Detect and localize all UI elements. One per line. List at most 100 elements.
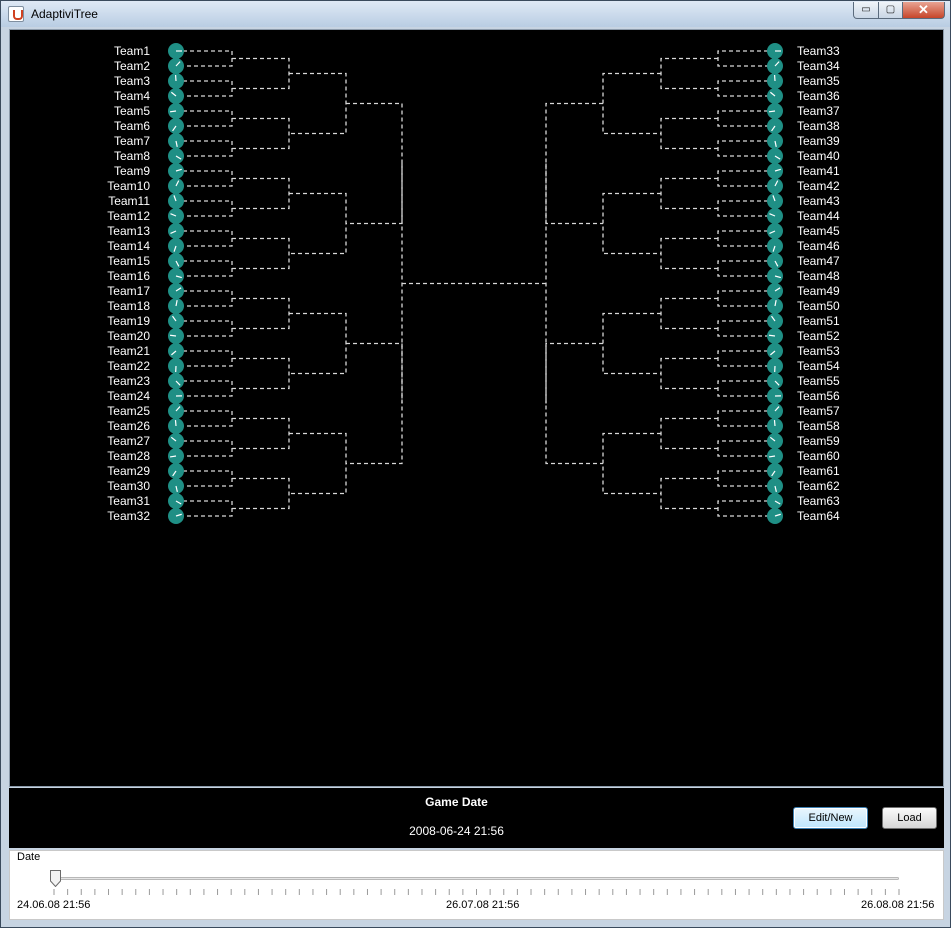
clock-hand: [774, 513, 781, 517]
clock-hand: [170, 91, 177, 97]
clock-hand: [175, 61, 181, 67]
team-label-left: Team10: [107, 179, 150, 193]
edit-new-button[interactable]: Edit/New: [793, 807, 868, 829]
left-connector: [232, 417, 290, 450]
clock-hand: [774, 260, 779, 267]
team-label-left: Team25: [107, 404, 150, 418]
slider-title: Date: [17, 851, 41, 863]
right-connector: [660, 477, 718, 510]
right-connector: [717, 170, 775, 187]
clock-hand: [772, 245, 776, 252]
date-slider-track[interactable]: [54, 877, 899, 880]
left-connector: [176, 200, 233, 217]
clock-hand: [170, 230, 177, 234]
right-connector: [717, 80, 775, 97]
right-connector: [660, 57, 718, 90]
team-label-right: Team38: [797, 119, 840, 133]
team-label-right: Team51: [797, 314, 840, 328]
team-label-right: Team37: [797, 104, 840, 118]
team-label-right: Team46: [797, 239, 840, 253]
right-connector: [717, 110, 775, 127]
right-connector: [602, 432, 661, 495]
clock-hand: [169, 334, 177, 337]
clock-hand: [769, 436, 776, 442]
left-connector: [176, 500, 233, 517]
left-connector: [289, 72, 347, 135]
clock-hand: [172, 470, 177, 477]
team-label-left: Team1: [114, 44, 150, 58]
team-label-right: Team44: [797, 209, 840, 223]
right-connector: [545, 342, 603, 465]
right-connector: [717, 230, 775, 247]
clock-hand: [774, 380, 780, 386]
team-label-right: Team63: [797, 494, 840, 508]
team-label-left: Team14: [107, 239, 150, 253]
left-connector: [232, 477, 290, 510]
team-label-left: Team9: [114, 164, 150, 178]
clock-hand: [171, 315, 177, 322]
left-connector: [232, 237, 290, 270]
clock-hand: [170, 213, 177, 217]
left-connector: [289, 312, 347, 375]
team-label-right: Team54: [797, 359, 840, 373]
maximize-button[interactable]: ▢: [878, 2, 903, 19]
clock-hand: [175, 485, 178, 492]
team-label-right: Team36: [797, 89, 840, 103]
team-label-right: Team52: [797, 329, 840, 343]
clock-hand: [774, 299, 777, 307]
minimize-button[interactable]: ▭: [853, 2, 879, 19]
team-label-left: Team4: [114, 89, 150, 103]
team-label-right: Team35: [797, 74, 840, 88]
clock-hand: [769, 91, 776, 97]
left-connector: [176, 170, 233, 187]
clock-hand: [175, 380, 181, 386]
team-label-left: Team21: [107, 344, 150, 358]
clock-hand: [773, 419, 776, 427]
clock-hand: [771, 470, 776, 477]
left-connector: [346, 342, 403, 465]
date-slider-thumb[interactable]: [50, 870, 61, 887]
right-connector: [717, 50, 775, 67]
left-connector: [232, 177, 290, 210]
right-connector: [660, 297, 718, 330]
right-connector: [717, 440, 775, 457]
team-label-right: Team45: [797, 224, 840, 238]
clock-hand: [173, 245, 177, 252]
team-label-right: Team47: [797, 254, 840, 268]
left-connector: [176, 260, 233, 277]
left-connector: [176, 140, 233, 157]
team-label-left: Team3: [114, 74, 150, 88]
date-slider-panel: Date 24.06.08 21:56 26.07.08 21:56 26.08…: [9, 850, 944, 920]
team-label-left: Team28: [107, 449, 150, 463]
clock-hand: [768, 455, 776, 458]
clock-hand: [771, 125, 776, 132]
team-label-right: Team59: [797, 434, 840, 448]
clock-hand: [774, 180, 779, 187]
right-connector: [717, 320, 775, 337]
right-connector: [660, 117, 718, 150]
team-label-left: Team17: [107, 284, 150, 298]
clock-hand: [769, 213, 776, 217]
team-label-left: Team2: [114, 59, 150, 73]
team-label-left: Team22: [107, 359, 150, 373]
team-label-right: Team62: [797, 479, 840, 493]
clock-hand: [770, 350, 776, 356]
team-label-left: Team5: [114, 104, 150, 118]
tournament-bracket: Team1Team2Team3Team4Team5Team6Team7Team8…: [107, 43, 840, 524]
game-info-panel: Game Date 2008-06-24 21:56 Edit/New Load: [9, 788, 944, 848]
team-label-left: Team26: [107, 419, 150, 433]
right-connector: [717, 200, 775, 217]
clock-hand: [774, 275, 781, 279]
clock-hand: [774, 500, 781, 505]
close-button[interactable]: ✕: [902, 2, 945, 19]
team-label-left: Team13: [107, 224, 150, 238]
title-bar[interactable]: AdaptiviTree ▭ ▢ ✕: [1, 1, 950, 27]
team-label-right: Team53: [797, 344, 840, 358]
clock-hand: [175, 140, 178, 147]
clock-hand: [175, 168, 182, 172]
left-connector: [232, 117, 290, 150]
clock-hand: [175, 260, 180, 267]
load-button[interactable]: Load: [882, 807, 937, 829]
left-connector: [176, 230, 233, 247]
